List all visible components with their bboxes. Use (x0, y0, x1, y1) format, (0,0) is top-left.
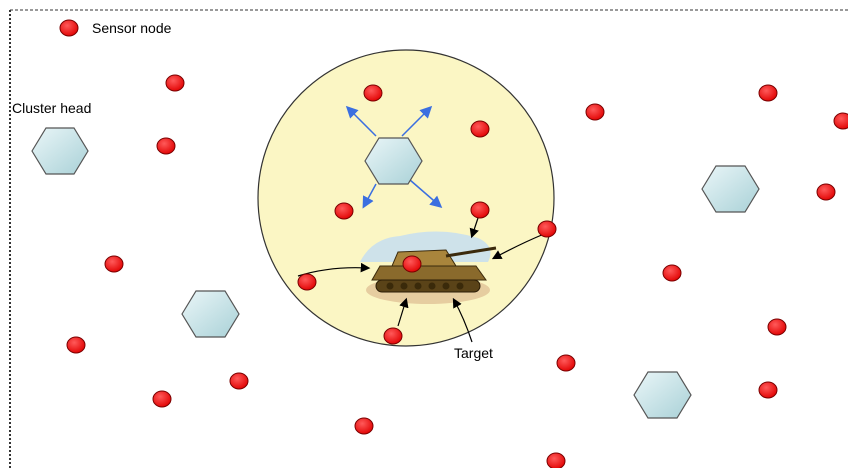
tank-gun (445, 246, 497, 258)
detection-arrow (491, 233, 545, 260)
sensor-node (556, 354, 576, 372)
tank-icon (360, 231, 497, 304)
sensor-node (165, 74, 185, 92)
sensor-node (297, 273, 317, 291)
sensor-node (537, 220, 557, 238)
sensor-node (156, 137, 176, 155)
sensor-node (66, 336, 86, 354)
sensor-node (470, 201, 490, 219)
sensor-nodes (59, 19, 848, 468)
sensor-node (833, 112, 848, 130)
sensor-node (354, 417, 374, 435)
tank-hull (371, 265, 487, 281)
broadcast-arrow-sw (362, 183, 377, 209)
broadcast-arrow-nw (345, 105, 377, 137)
tank-tracks (375, 279, 481, 293)
broadcast-arrows (345, 105, 443, 209)
tank-wheel (386, 282, 394, 290)
cluster-head-hexagon (633, 371, 692, 419)
tank-wheel (414, 282, 422, 290)
sensor-node (816, 183, 836, 201)
sensor-node (383, 327, 403, 345)
sensor-node (585, 103, 605, 121)
detection-arrow (452, 297, 473, 343)
sensor-node (402, 255, 422, 273)
tank-wheel (442, 282, 450, 290)
legend-sensor-node-icon (59, 19, 79, 37)
sensor-node (334, 202, 354, 220)
broadcast-arrow-ne (401, 105, 433, 137)
tank-wheel (400, 282, 408, 290)
sensor-node (758, 381, 778, 399)
cluster-head-label: Cluster head (12, 100, 92, 116)
tank-wheel (428, 282, 436, 290)
cluster-head-hexagon (181, 290, 240, 338)
sensor-node (546, 452, 566, 468)
cluster-head-hexagon (364, 137, 423, 185)
cluster-head-hexagon (701, 165, 760, 213)
tank-turret (391, 249, 457, 267)
tank-wheel (456, 282, 464, 290)
sensor-node (767, 318, 787, 336)
sensor-node (152, 390, 172, 408)
detection-arrow (397, 297, 409, 327)
detection-arrow (469, 217, 479, 239)
sensor-node (662, 264, 682, 282)
sensor-node (104, 255, 124, 273)
sensor-node (758, 84, 778, 102)
broadcast-arrow-se (409, 179, 443, 208)
cluster-heads (31, 127, 760, 419)
target-label: Target (454, 345, 493, 361)
legend-sensor-node-label: Sensor node (92, 20, 172, 36)
sensor-node (229, 372, 249, 390)
cluster-head-hexagon (31, 127, 89, 175)
sensor-node (363, 84, 383, 102)
sensor-node (470, 120, 490, 138)
